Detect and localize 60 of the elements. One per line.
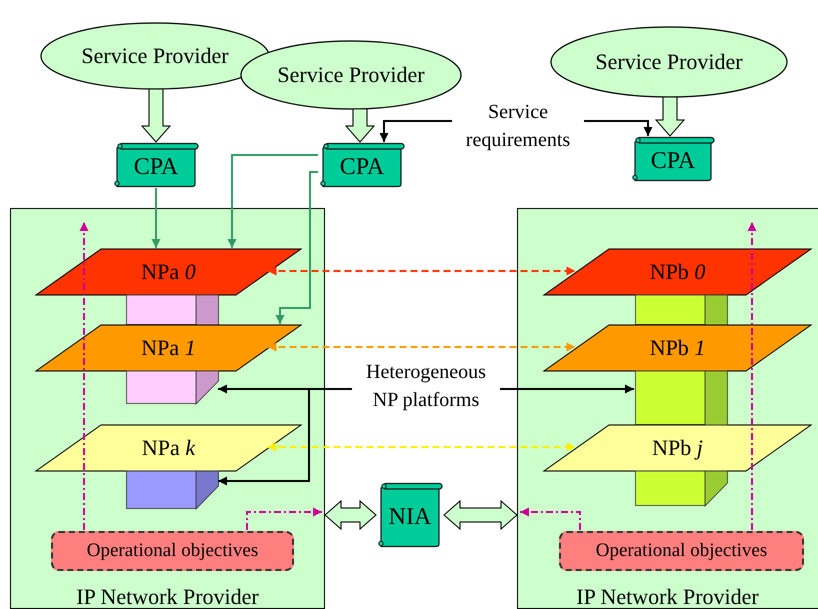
- arrow: [246, 508, 322, 530]
- layer-parallelogram: [544, 425, 811, 471]
- node-label: NPb j: [651, 434, 704, 462]
- node-label: CPA: [650, 147, 696, 176]
- block-arrow: [443, 500, 518, 530]
- node-label: IP Network Provider: [75, 584, 260, 609]
- arrow: [152, 188, 160, 248]
- layer-parallelogram: [36, 425, 301, 471]
- annotation-text: Heterogeneous NP platforms: [352, 358, 500, 418]
- arrow: [276, 171, 318, 324]
- node-label: NPb 1: [648, 334, 706, 362]
- layer-parallelogram: [36, 325, 301, 371]
- node-label: Operational objectives: [86, 539, 260, 563]
- arrow: [584, 120, 652, 136]
- provider-ellipse: [550, 26, 788, 98]
- layer-parallelogram: [544, 325, 811, 371]
- node-label: NPa k: [140, 434, 196, 462]
- platform-pillar: [126, 295, 219, 325]
- objectives-box: [51, 531, 294, 571]
- block-arrow: [324, 500, 377, 530]
- arrow: [520, 508, 581, 530]
- layer-parallelogram: [36, 249, 301, 295]
- node-label: NPa 0: [140, 258, 197, 286]
- arrow: [80, 222, 88, 530]
- annotation-text: Service requirements: [452, 98, 584, 154]
- node-label: Service Provider: [594, 48, 744, 76]
- block-arrow: [344, 108, 376, 143]
- platform-pillar: [635, 295, 728, 325]
- arrow: [748, 222, 756, 530]
- node-label: NPa 1: [140, 334, 197, 362]
- provider-region: [517, 208, 818, 609]
- node-label: Service Provider: [80, 42, 230, 70]
- node-label: IP Network Provider: [575, 584, 760, 609]
- arrow: [500, 384, 634, 394]
- arrow: [268, 342, 576, 352]
- arrow: [228, 154, 318, 248]
- scroll-shape: [112, 142, 200, 188]
- objectives-box: [559, 531, 804, 571]
- arrow: [268, 442, 576, 452]
- node-label: NPb 0: [648, 258, 706, 286]
- scroll-shape: [318, 142, 406, 188]
- platform-pillar: [635, 471, 728, 506]
- node-label: CPA: [338, 153, 386, 182]
- platform-pillar: [126, 371, 219, 404]
- node-label: Service Provider: [276, 61, 426, 89]
- node-label: CPA: [132, 153, 180, 182]
- node-label: Operational objectives: [594, 539, 768, 563]
- platform-pillar: [635, 371, 728, 425]
- block-arrow: [140, 88, 172, 143]
- block-arrow: [654, 96, 686, 137]
- arrow: [380, 120, 452, 142]
- provider-ellipse: [40, 22, 270, 90]
- provider-region: [10, 208, 325, 609]
- scroll-shape: [376, 482, 444, 548]
- provider-ellipse: [240, 40, 462, 110]
- node-label: NIA: [388, 503, 432, 532]
- layer-parallelogram: [544, 249, 811, 295]
- arrow: [268, 266, 576, 276]
- platform-pillar: [126, 471, 219, 509]
- scroll-shape: [630, 136, 716, 182]
